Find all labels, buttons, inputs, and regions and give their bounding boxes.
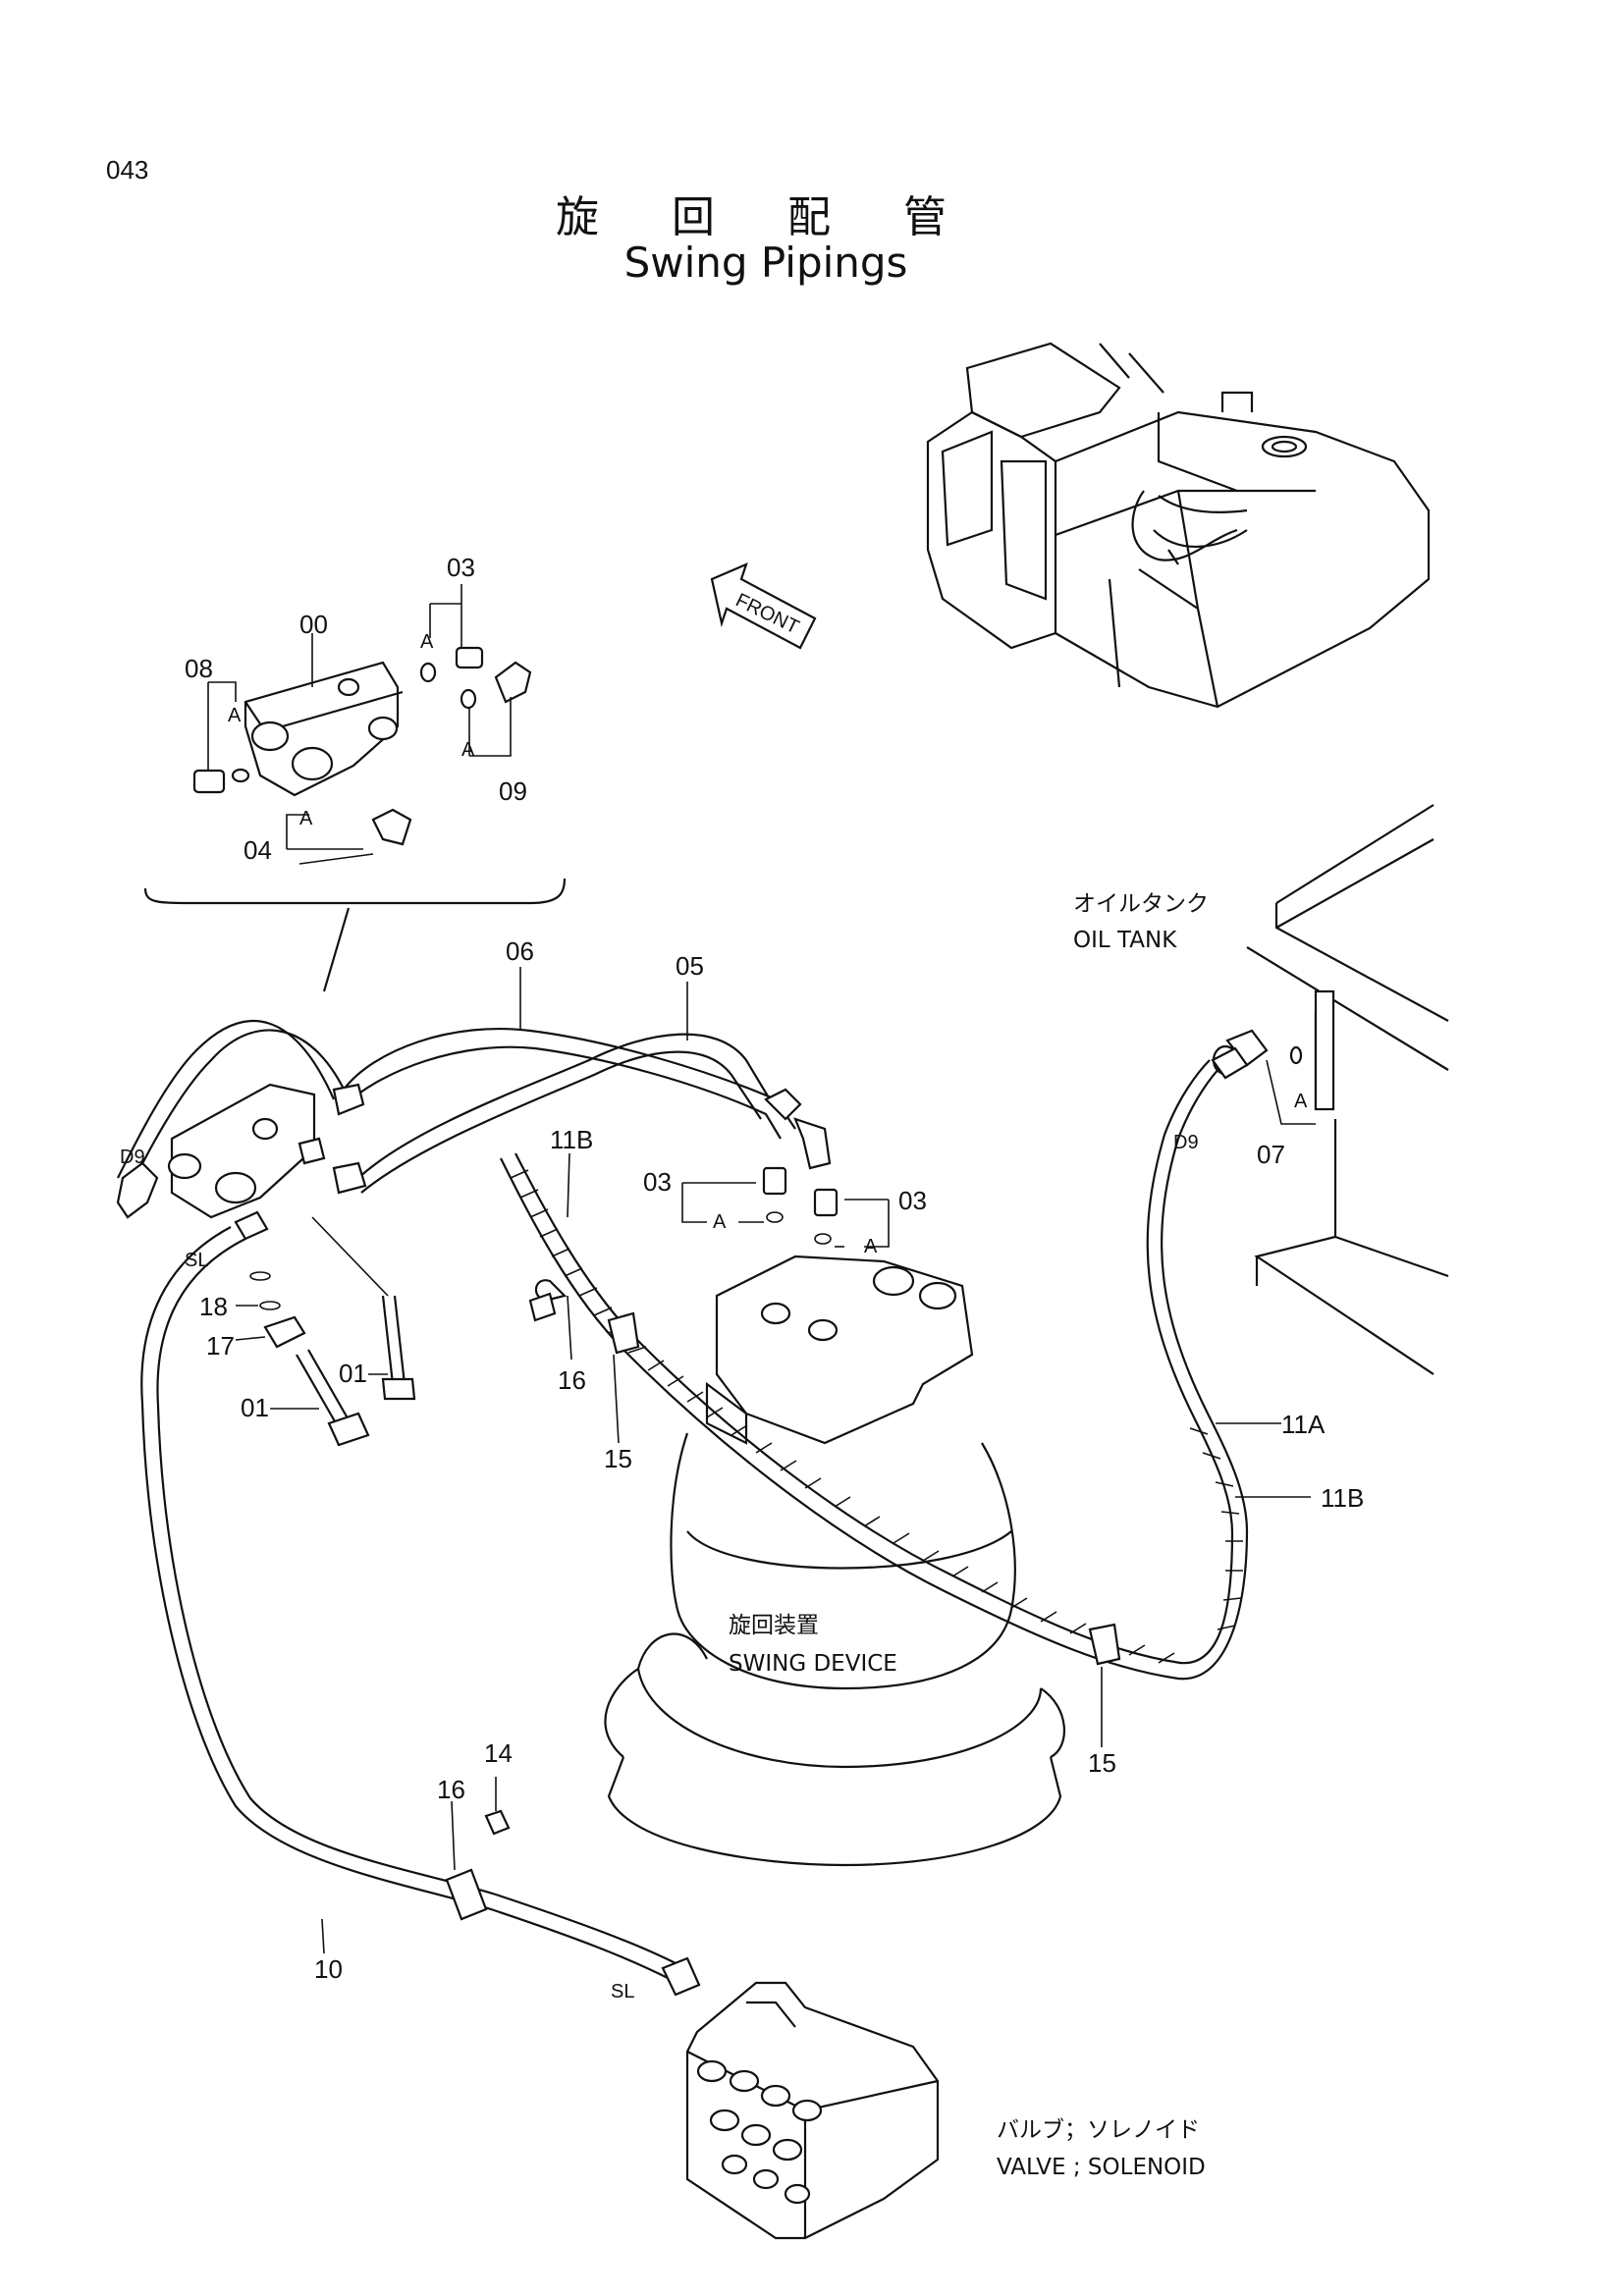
page-number: 043	[106, 155, 149, 185]
left-valve-block: D9 SL 18 17 01 01	[116, 1083, 416, 1447]
hoses-06-05: 06 05	[117, 936, 832, 1194]
callout-05: 05	[676, 951, 704, 981]
solenoid-valve: バルブ；ソレノイド VALVE ; SOLENOID	[685, 1981, 1206, 2240]
swing-device-fittings: 03 03 A A	[643, 1166, 927, 1257]
callout-03-left: 03	[643, 1167, 672, 1197]
valve-caption-en: VALVE ; SOLENOID	[997, 2155, 1206, 2180]
callout-06: 06	[506, 936, 534, 966]
callout-10: 10	[314, 1954, 343, 1984]
callout-01-a: 01	[339, 1359, 367, 1388]
callout-16-top: 16	[558, 1365, 586, 1395]
label-a-detail-4: A	[299, 808, 313, 829]
callout-15-bottom: 15	[1088, 1748, 1116, 1778]
hose-11-drain: D9 11B 16 15 11A 11B 15	[500, 1046, 1364, 1778]
swing-device: 旋回装置 SWING DEVICE	[604, 1255, 1065, 1867]
label-a-tank: A	[1294, 1091, 1308, 1112]
front-direction-arrow: FRONT	[710, 562, 817, 650]
callout-09: 09	[499, 776, 527, 806]
title-japanese: 旋 回 配 管	[556, 192, 976, 242]
swing-device-caption-en: SWING DEVICE	[729, 1651, 897, 1677]
callout-07: 07	[1257, 1140, 1285, 1169]
oil-tank-caption-en: OIL TANK	[1073, 928, 1177, 953]
label-a-left: A	[713, 1211, 727, 1233]
callout-00: 00	[299, 610, 328, 639]
label-a-detail-3: A	[461, 739, 475, 761]
label-d9-left: D9	[120, 1147, 145, 1168]
excavator-overview	[926, 342, 1431, 709]
oil-tank-outline: A 07 オイルタンク OIL TANK	[1073, 804, 1449, 1375]
callout-16-bottom: 16	[437, 1775, 465, 1804]
callout-03-right: 03	[898, 1186, 927, 1215]
callout-11b-right: 11B	[1321, 1483, 1364, 1513]
callout-17: 17	[206, 1331, 235, 1361]
callout-01-b: 01	[241, 1393, 269, 1422]
label-sl-bottom: SL	[611, 1981, 634, 2002]
title-english: Swing Pipings	[623, 239, 908, 287]
callout-04: 04	[244, 835, 272, 865]
pipe-10: 14 16 10 SL	[140, 1226, 701, 2002]
swing-device-caption-jp: 旋回装置	[729, 1613, 819, 1638]
callout-03-detail: 03	[447, 553, 475, 582]
callout-11a: 11A	[1281, 1410, 1326, 1439]
label-d9-right: D9	[1173, 1132, 1199, 1153]
label-a-detail-1: A	[420, 631, 434, 653]
callout-15-top: 15	[604, 1444, 632, 1473]
callout-08: 08	[185, 654, 213, 683]
label-a-detail-2: A	[228, 705, 242, 726]
callout-11b-top: 11B	[550, 1125, 593, 1154]
callout-18: 18	[199, 1292, 228, 1321]
detail-block-assembly: 00 03 08 09 04 A A A A	[143, 553, 567, 992]
label-a-right: A	[864, 1236, 878, 1257]
valve-caption-jp: バルブ；ソレノイド	[997, 2117, 1200, 2143]
oil-tank-caption-jp: オイルタンク	[1073, 891, 1209, 917]
callout-14: 14	[484, 1738, 513, 1768]
